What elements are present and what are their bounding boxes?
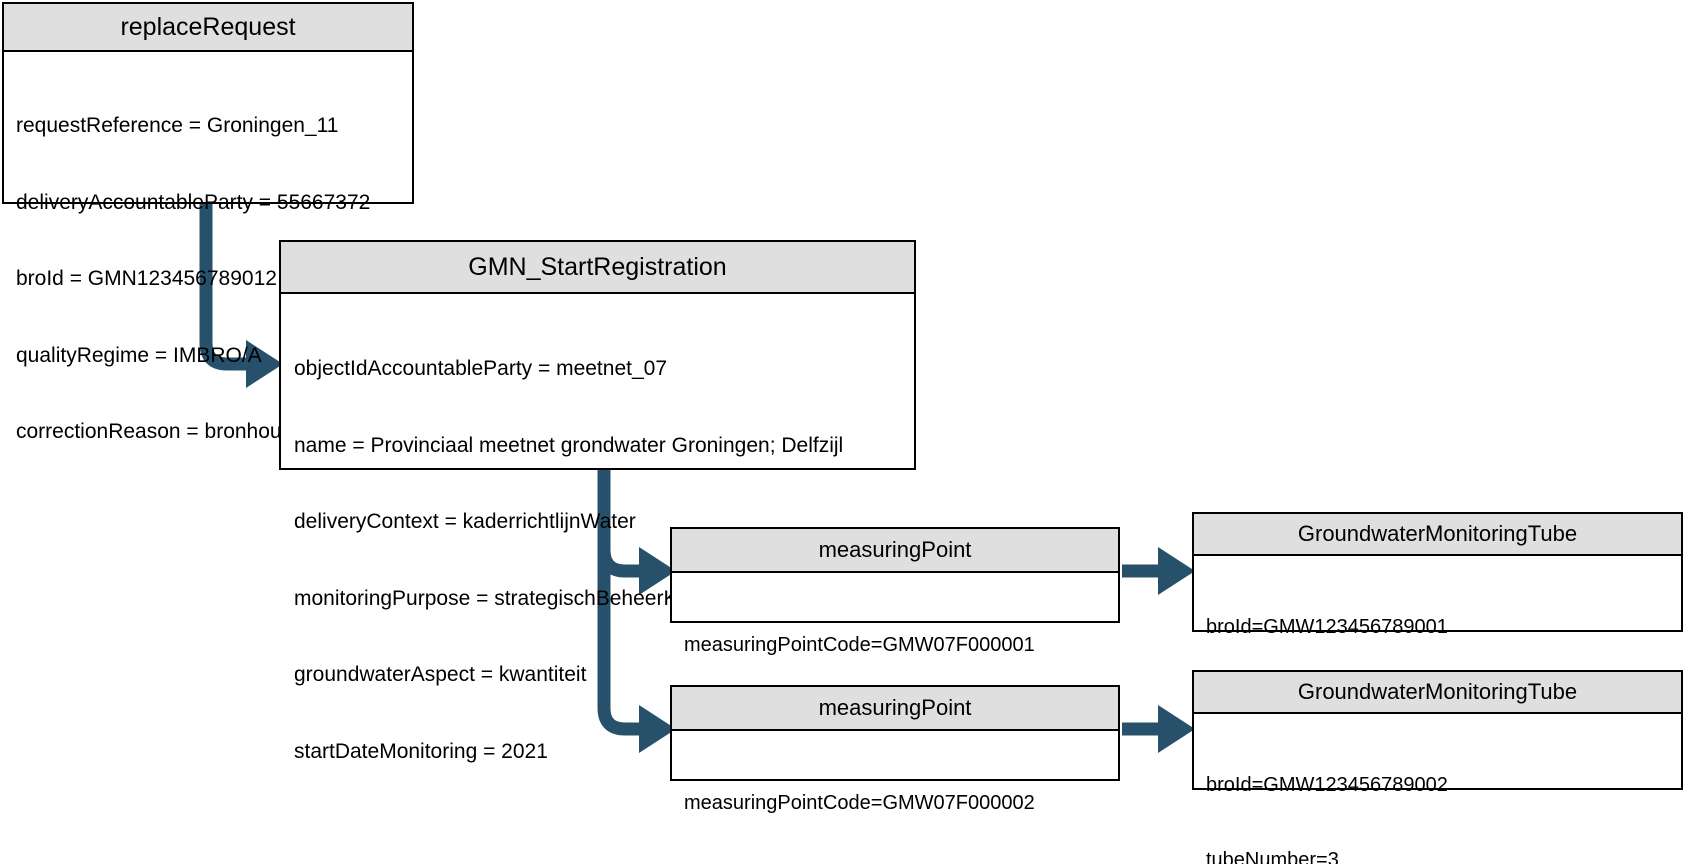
node-groundwater-monitoring-tube-2-body: broId=GMW123456789002 tubeNumber=3 bbox=[1194, 714, 1681, 864]
attribute-measuring-point-code: measuringPointCode=GMW07F000002 bbox=[684, 792, 1035, 814]
node-measuring-point-2-header: measuringPoint bbox=[672, 687, 1118, 731]
connector-measuring-point-1-to-tube-1 bbox=[1122, 547, 1195, 595]
node-gmn-start-registration-header: GMN_StartRegistration bbox=[281, 242, 914, 294]
attribute-delivery-accountable-party: deliveryAccountableParty = 55667372 bbox=[16, 190, 371, 214]
attribute-object-id-accountable-party: objectIdAccountableParty = meetnet_07 bbox=[294, 357, 667, 380]
attribute-bro-id: broId = GMN123456789012 bbox=[16, 267, 277, 290]
attribute-tube-number: tubeNumber=3 bbox=[1206, 849, 1339, 864]
node-replace-request-body: requestReference = Groningen_11 delivery… bbox=[4, 52, 412, 504]
node-groundwater-monitoring-tube-2-header: GroundwaterMonitoringTube bbox=[1194, 672, 1681, 714]
node-gmn-start-registration-body: objectIdAccountableParty = meetnet_07 na… bbox=[281, 294, 914, 825]
attribute-name: name = Provinciaal meetnet grondwater Gr… bbox=[294, 433, 844, 457]
attribute-quality-regime: qualityRegime = IMBRO/A bbox=[16, 343, 262, 367]
attribute-groundwater-aspect: groundwaterAspect = kwantiteit bbox=[294, 663, 587, 686]
attribute-bro-id: broId=GMW123456789001 bbox=[1206, 616, 1448, 638]
node-replace-request[interactable]: replaceRequest requestReference = Gronin… bbox=[2, 2, 414, 443]
node-measuring-point-2-body: measuringPointCode=GMW07F000002 bbox=[672, 731, 1118, 864]
node-measuring-point-1-header: measuringPoint bbox=[672, 529, 1118, 573]
node-groundwater-monitoring-tube-2[interactable]: GroundwaterMonitoringTube broId=GMW12345… bbox=[1192, 670, 1683, 864]
attribute-start-date-monitoring: startDateMonitoring = 2021 bbox=[294, 739, 548, 763]
node-measuring-point-1[interactable]: measuringPoint measuringPointCode=GMW07F… bbox=[670, 527, 1120, 656]
attribute-delivery-context: deliveryContext = kaderrichtlijnWater bbox=[294, 510, 636, 533]
attribute-measuring-point-code: measuringPointCode=GMW07F000001 bbox=[684, 634, 1035, 656]
attribute-request-reference: requestReference = Groningen_11 bbox=[16, 114, 339, 137]
node-gmn-start-registration[interactable]: GMN_StartRegistration objectIdAccountabl… bbox=[279, 240, 916, 763]
node-measuring-point-1-body: measuringPointCode=GMW07F000001 bbox=[672, 573, 1118, 718]
node-measuring-point-2[interactable]: measuringPoint measuringPointCode=GMW07F… bbox=[670, 685, 1120, 814]
connector-measuring-point-2-to-tube-2 bbox=[1122, 705, 1195, 753]
node-groundwater-monitoring-tube-1-header: GroundwaterMonitoringTube bbox=[1194, 514, 1681, 556]
node-groundwater-monitoring-tube-1[interactable]: GroundwaterMonitoringTube broId=GMW12345… bbox=[1192, 512, 1683, 713]
node-replace-request-header: replaceRequest bbox=[4, 4, 412, 52]
attribute-bro-id: broId=GMW123456789002 bbox=[1206, 774, 1448, 796]
